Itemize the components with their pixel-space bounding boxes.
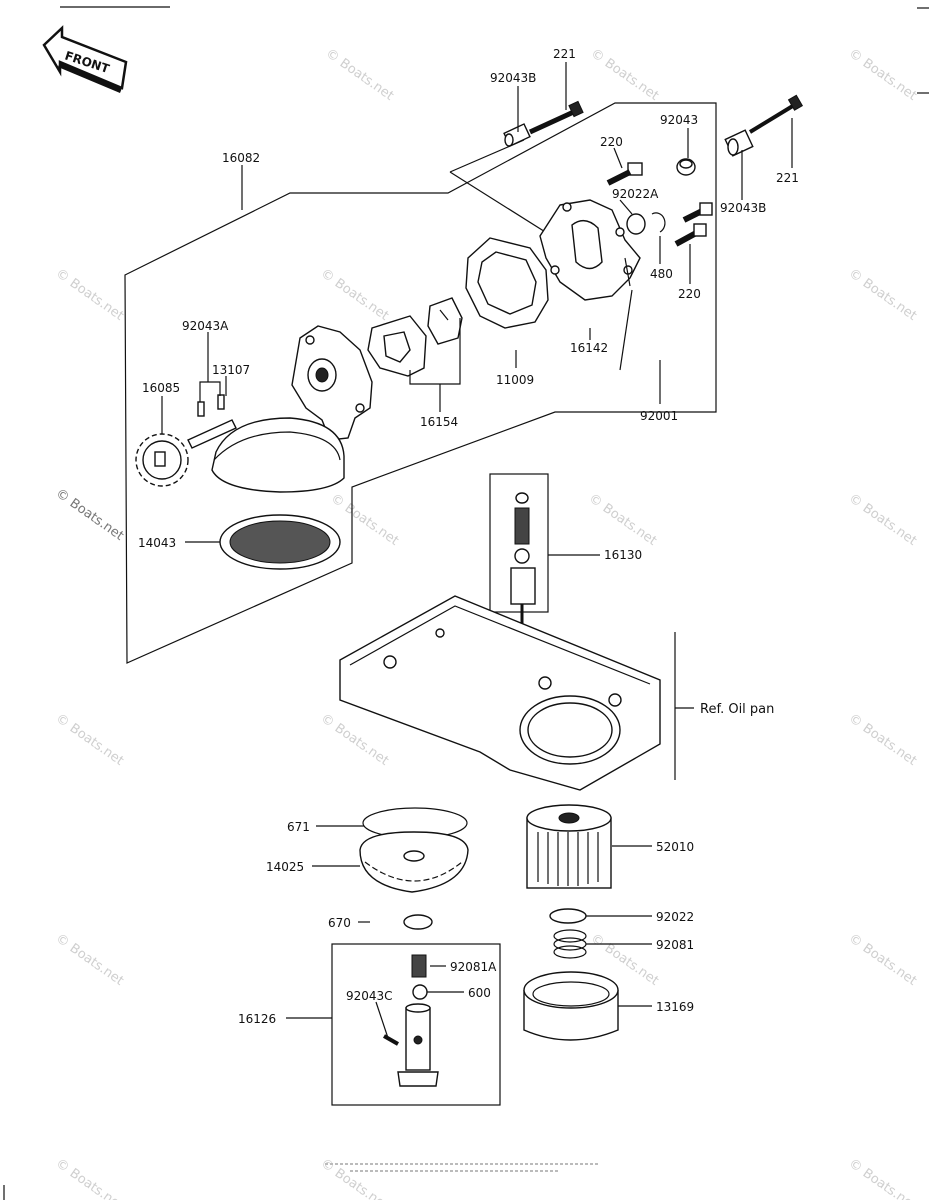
watermark-text: © Boats.net [53,266,127,324]
label-16142: 16142 [570,341,608,355]
label-92022: 92022 [656,910,694,924]
pump-cover-16142 [539,199,641,301]
leader-line [199,381,221,402]
label-220-right: 220 [678,287,701,301]
label-221-right: 221 [776,171,799,185]
bolt-221-top [528,100,584,135]
label-16130: 16130 [604,548,642,562]
watermark-text: © Boats.net [318,711,392,769]
pin-92043C [383,1034,399,1046]
label-92043C: 92043C [346,989,393,1003]
label-14043: 14043 [138,536,176,550]
label-16082: 16082 [222,151,260,165]
label-92043: 92043 [660,113,698,127]
watermark-text: © Boats.net [846,266,920,324]
relief-valve-16130 [510,492,536,650]
label-11009: 11009 [496,373,534,387]
watermark-text: © Boats.net [846,46,920,104]
oil-filter-cover-14025 [359,831,469,893]
watermark-text: © Boats.net [53,1156,127,1200]
leader-line [619,289,633,371]
ball-600 [412,984,428,1000]
bolt-220-top [606,162,643,186]
label-92043B-top: 92043B [490,71,536,85]
label-480: 480 [650,267,673,281]
watermark-text: © Boats.net [586,491,660,549]
leader-line [449,139,525,173]
label-670: 670 [328,916,351,930]
label-92043B-right: 92043B [720,201,766,215]
watermark-text: © Boats.net [846,1156,920,1200]
spring-92081A [411,954,427,978]
o-ring-670 [403,914,433,930]
rotor-bracket [409,318,461,385]
rotors-16154 [367,297,463,377]
label-13107: 13107 [212,363,250,377]
bolt-221-right [748,94,804,134]
label-92081: 92081 [656,938,694,952]
oil-pan [339,595,661,791]
watermark-text: © Boats.net [846,931,920,989]
label-92043A: 92043A [182,319,229,333]
collar-92043B-right [724,129,754,157]
watermark-text: © Boats.net [318,1156,392,1200]
gasket-11009 [465,237,549,329]
watermark-text: © Boats.net [588,46,662,104]
watermark-text: © Boats.net [323,46,397,104]
fine-print [325,1163,600,1172]
label-14025: 14025 [266,860,304,874]
label-671: 671 [287,820,310,834]
label-220-top: 220 [600,135,623,149]
pump-body [291,325,373,441]
label-16154: 16154 [420,415,458,429]
watermark-text: © Boats.net [318,266,392,324]
filter-bowl-13169 [523,971,619,1041]
label-13169: 13169 [656,1000,694,1014]
circlip-480 [651,212,666,233]
leader-line [449,171,559,241]
pin-92043A [197,394,225,417]
watermark-dark-text: © Boats.net [53,486,127,544]
label-ref-oil-pan: Ref. Oil pan [700,702,774,717]
label-92001: 92001 [640,409,678,423]
leader-lines [161,62,793,1039]
watermark-text: © Boats.net [53,931,127,989]
screen-14043 [219,514,341,570]
label-221-top: 221 [553,47,576,61]
bypass-valve-box [331,943,501,1106]
spring-92081 [553,929,587,959]
bolt-220-right-1 [682,202,713,223]
bolt-220-right-2 [674,223,707,247]
watermark-text: © Boats.net [53,711,127,769]
part-labels: 221 92043B 16082 220 92043 221 92022A 92… [138,47,799,1026]
watermark-text: © Boats.net [846,711,920,769]
label-52010: 52010 [656,840,694,854]
front-arrow: FRONT [42,25,128,93]
bypass-valve-16126 [397,1003,439,1087]
leader-line [624,257,631,287]
o-ring-92022A [626,213,646,235]
label-92022A: 92022A [612,187,659,201]
label-16085: 16085 [142,381,180,395]
washer-92022 [549,908,587,924]
label-16126: 16126 [238,1012,276,1026]
oil-filter-52010 [526,804,612,889]
label-600: 600 [468,986,491,1000]
shaft-13107 [187,419,237,449]
oil-pump-assembly-outline [124,102,717,664]
collar-92043 [676,158,696,176]
label-92081A: 92081A [450,960,497,974]
strainer-housing [211,417,345,493]
relief-valve-box [489,473,549,613]
sprocket-16085 [135,433,189,487]
watermark-text: © Boats.net [846,491,920,549]
